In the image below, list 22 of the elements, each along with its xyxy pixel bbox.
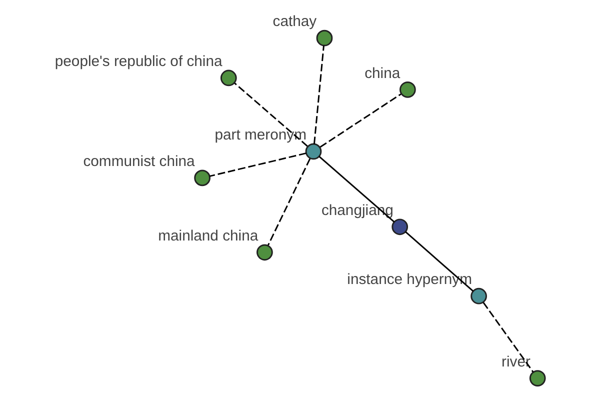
connector bbox=[312, 46, 324, 144]
node-label: china bbox=[364, 66, 400, 82]
node-circle bbox=[399, 81, 416, 98]
node-circle bbox=[528, 370, 546, 386]
node-label: river bbox=[501, 354, 530, 370]
node-circle bbox=[220, 70, 236, 86]
connector bbox=[267, 158, 310, 246]
node-circle bbox=[304, 143, 322, 160]
connector bbox=[482, 302, 534, 373]
node-circle bbox=[194, 170, 210, 186]
node-label: communist china bbox=[82, 154, 194, 170]
node-label: mainland china bbox=[158, 228, 258, 244]
node-label: part meronym bbox=[214, 128, 306, 144]
node-circle bbox=[391, 218, 408, 236]
node-label: people's republic of china bbox=[54, 54, 222, 70]
node-circle bbox=[470, 288, 486, 304]
node-label: cathay bbox=[272, 14, 316, 30]
node-circle bbox=[316, 30, 332, 46]
connector bbox=[234, 82, 308, 147]
connector bbox=[319, 93, 401, 148]
connector bbox=[209, 152, 306, 177]
node-circle bbox=[256, 244, 272, 261]
